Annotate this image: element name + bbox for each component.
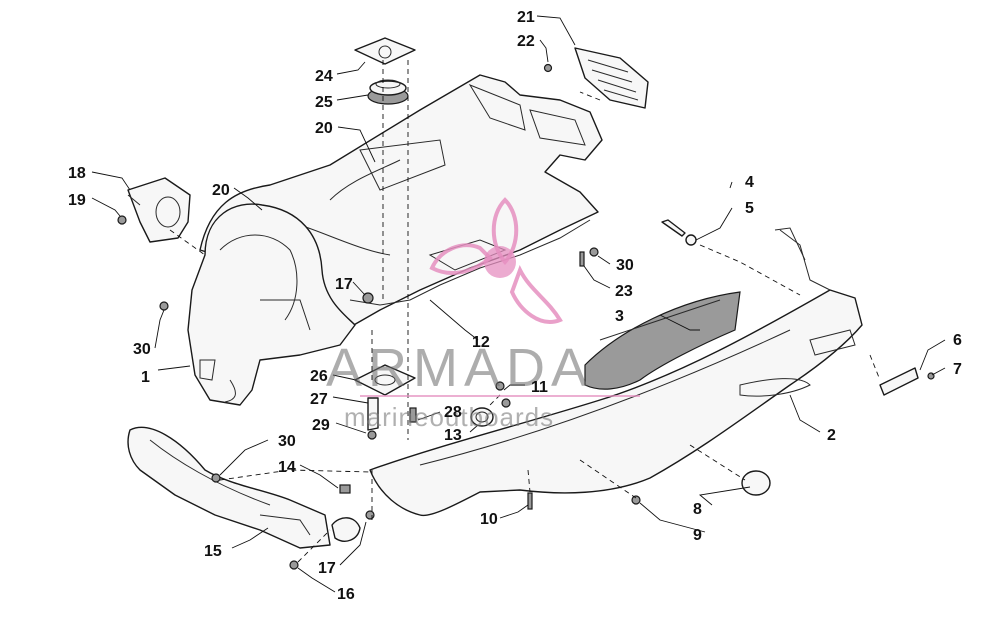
callout-30-right: 30 [616, 257, 634, 274]
part-plate-6 [879, 367, 919, 396]
watermark-tagline: marineoutboards [344, 402, 554, 432]
part-side-panel-left [187, 203, 356, 406]
callout-3: 3 [615, 308, 624, 325]
callout-18: 18 [68, 165, 86, 182]
callout-30-bumper: 30 [278, 433, 296, 450]
callout-28: 28 [444, 404, 462, 421]
callout-8: 8 [693, 501, 702, 518]
callout-24: 24 [315, 68, 333, 85]
callout-6: 6 [953, 332, 962, 349]
part-grommet-25 [367, 79, 409, 105]
callout-2: 2 [827, 427, 836, 444]
part-bracket-27 [367, 397, 379, 431]
callout-17-lower: 17 [318, 560, 336, 577]
callout-7: 7 [953, 361, 962, 378]
callout-13: 13 [444, 427, 462, 444]
part-chassis-side-right [369, 227, 863, 517]
part-traction-strip-3 [584, 291, 741, 390]
callout-10: 10 [480, 511, 498, 528]
callout-20-top: 20 [315, 120, 333, 137]
callout-labels: 1 2 3 4 5 6 7 8 9 10 11 12 13 14 15 16 1… [68, 9, 962, 603]
part-hardware-small [117, 63, 935, 570]
callout-14: 14 [278, 459, 296, 476]
callout-23: 23 [615, 283, 633, 300]
callout-1: 1 [141, 369, 150, 386]
leader-lines [91, 15, 946, 593]
part-washer-5 [685, 234, 697, 246]
callout-12: 12 [472, 334, 490, 351]
callout-5: 5 [745, 200, 754, 217]
callout-21: 21 [517, 9, 535, 26]
callout-15: 15 [204, 543, 222, 560]
callout-25: 25 [315, 94, 333, 111]
callout-30-left: 30 [133, 341, 151, 358]
callout-27: 27 [310, 391, 328, 408]
watermark-brand: ARMADA [326, 338, 593, 398]
part-cover-18 [127, 177, 191, 243]
callout-17-upper: 17 [335, 276, 353, 293]
part-bumper-15 [127, 426, 331, 549]
part-plate-24 [354, 37, 416, 65]
callout-9: 9 [693, 527, 702, 544]
part-cover-17b [331, 517, 361, 542]
callout-19: 19 [68, 192, 86, 209]
callout-26: 26 [310, 368, 328, 385]
callout-11: 11 [531, 379, 548, 396]
part-tube-26 [354, 364, 416, 396]
part-plug-8 [741, 470, 771, 496]
callout-4: 4 [745, 174, 754, 191]
callout-16: 16 [337, 586, 355, 603]
callout-29: 29 [312, 417, 330, 434]
callout-22: 22 [517, 33, 535, 50]
callout-20-left: 20 [212, 182, 230, 199]
part-clamp-13 [470, 407, 494, 427]
part-bolt-4 [661, 219, 686, 237]
armada-logo-watermark [429, 197, 563, 324]
part-vent-grille-21 [574, 47, 649, 109]
